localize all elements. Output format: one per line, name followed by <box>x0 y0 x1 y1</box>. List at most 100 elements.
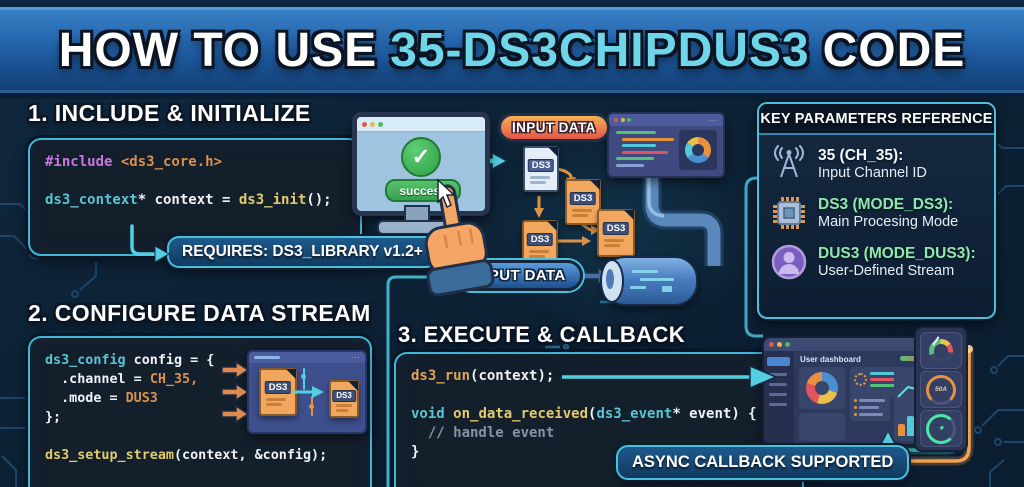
doc-line <box>266 398 286 401</box>
circuit-mark <box>662 286 672 292</box>
doc-line <box>572 209 592 212</box>
page-fold <box>624 210 634 220</box>
ds3-file-label: DS3 <box>602 222 630 235</box>
param-term: DS3 (MODE_DS3): <box>818 195 954 213</box>
donut-chart-icon <box>806 372 838 404</box>
traffic-light-red-icon <box>614 118 618 122</box>
circuit-mark <box>640 278 674 281</box>
title-highlight: 35-DS3CHIPDUS3 <box>390 23 810 77</box>
param-item-ch35: 35 (CH_35): Input Channel ID <box>759 144 994 184</box>
page-fold <box>286 369 296 379</box>
slider-dot <box>301 374 306 379</box>
window-menu-icon: ⋯ <box>351 352 360 362</box>
code-bar <box>622 144 656 147</box>
ds3-file-icon: DS3 <box>329 380 359 418</box>
input-data-badge-top: INPUT DATA <box>498 113 610 142</box>
param-item-dus3: DUS3 (MODE_DUS3): User-Defined Stream <box>759 242 994 282</box>
titlebar-segment <box>254 356 280 359</box>
ds3-file-icon: DS3 <box>259 368 297 416</box>
user-dashboard-window: User dashboard <box>762 336 934 446</box>
page-fold <box>547 221 557 231</box>
user-icon <box>769 242 809 282</box>
gauge-50a-icon: 50A <box>926 374 956 405</box>
ds3-file-label: DS3 <box>332 390 356 402</box>
antenna-icon <box>769 144 809 184</box>
traffic-light-green-icon <box>627 118 631 122</box>
param-term: DUS3 (MODE_DUS3): <box>818 244 976 262</box>
param-text: DS3 (MODE_DS3): Main Procesing Mode <box>818 196 958 231</box>
ds3-file-label: DS3 <box>526 233 554 246</box>
doc-line <box>266 403 282 406</box>
param-desc: Main Procesing Mode <box>818 213 959 230</box>
traffic-light-green-icon <box>785 342 790 347</box>
monitor-base <box>377 220 457 235</box>
circuit-mark <box>630 286 646 289</box>
ds3-file-label: DS3 <box>264 381 292 394</box>
code-bar <box>616 131 656 134</box>
section1-heading: 1. INCLUDE & INITIALIZE <box>28 100 311 126</box>
monitor-illustration: success <box>352 112 490 216</box>
window-menu-icon: ⋯ <box>709 114 718 125</box>
status-gauge: ✦ <box>920 410 962 447</box>
list-item <box>854 413 883 416</box>
doc-line <box>529 250 549 253</box>
code-bar <box>616 163 644 167</box>
doc-line <box>572 214 588 217</box>
list-item <box>854 399 885 402</box>
dashboard-content: User dashboard <box>794 351 932 444</box>
traffic-light-green-icon <box>378 121 383 127</box>
cylinder-cap <box>600 259 624 303</box>
success-check-icon <box>401 137 441 177</box>
title-suffix: CODE <box>822 23 966 77</box>
doc-line <box>529 255 545 258</box>
panel-header: KEY PARAMETERS REFERENCE <box>759 104 994 135</box>
ds3-file-icon: DS3 <box>597 209 635 257</box>
doc-line <box>336 409 348 412</box>
async-badge: ASYNC CALLBACK SUPPORTED <box>616 445 910 480</box>
traffic-light-yellow-icon <box>620 118 625 122</box>
doc-line <box>530 176 550 179</box>
ds3-file-icon: DS3 <box>523 146 559 192</box>
page-fold <box>548 147 558 157</box>
bar <box>898 424 905 436</box>
donut-widget <box>799 367 845 409</box>
section3-heading: 3. EXECUTE & CALLBACK <box>398 322 686 347</box>
circuit-mark <box>632 270 658 273</box>
param-text: DUS3 (MODE_DUS3): User-Defined Stream <box>818 245 976 280</box>
panel-title: KEY PARAMETERS REFERENCE <box>760 110 993 127</box>
code-lines-graphic <box>616 131 674 170</box>
pipeline-cylinder <box>600 256 698 306</box>
param-desc: User-Defined Stream <box>818 262 955 279</box>
param-text: 35 (CH_35): Input Channel ID <box>818 147 927 182</box>
dashboard-title: User dashboard <box>800 355 861 364</box>
list-widget <box>850 395 890 421</box>
page-fold <box>590 180 600 190</box>
code-bar <box>622 150 668 154</box>
analytics-window: ⋯ <box>607 112 725 178</box>
list-item <box>854 406 879 409</box>
ds3-file-label: DS3 <box>569 192 597 205</box>
ds3-file-label: DS3 <box>527 159 555 172</box>
requires-badge: REQUIRES: DS3_LIBRARY v1.2+ <box>167 236 438 268</box>
gauge-ok-icon: ✦ <box>926 413 956 444</box>
speedometer-gauge <box>920 332 962 369</box>
slider-dot <box>309 404 314 409</box>
param-item-ds3: DS3 (MODE_DS3): Main Procesing Mode <box>759 193 994 233</box>
input-data-badge-bottom: INPUT DATA <box>456 260 583 291</box>
traffic-light-yellow-icon <box>777 342 782 347</box>
param-term: 35 (CH_35): <box>818 146 904 164</box>
doc-line <box>336 404 352 407</box>
monitor-screen: success <box>352 112 490 216</box>
ds3-file-icon: DS3 <box>565 179 601 225</box>
section2-heading: 2. CONFIGURE DATA STREAM <box>28 300 371 326</box>
transform-window: ⋯ DS3 DS3 <box>247 350 367 434</box>
page-fold <box>348 381 358 391</box>
sidebar-item <box>769 403 787 406</box>
doc-line <box>604 244 620 247</box>
bar <box>907 416 914 436</box>
window-titlebar <box>764 338 932 351</box>
code-bar <box>622 137 674 141</box>
